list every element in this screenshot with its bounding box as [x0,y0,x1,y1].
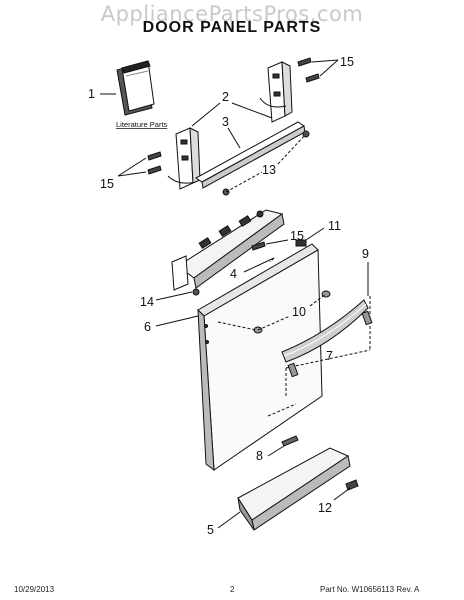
leader-15a-1 [311,59,339,63]
leader-7 [285,349,371,369]
callout-12: 12 [318,501,332,515]
door-handle [281,299,369,363]
leader-2a [191,102,221,127]
kick-screw [345,479,359,491]
leader-13a [225,171,263,193]
callout-9: 9 [362,247,369,261]
callout-13: 13 [262,163,276,177]
top-rail [195,121,306,189]
leader-15b-2 [117,171,147,177]
callout-15-top: 15 [340,55,354,69]
leader-4 [243,257,275,273]
right-bracket [259,61,293,123]
panel-clip [295,239,307,247]
leader-10b [309,293,327,307]
control-console [171,209,285,296]
leader-14 [155,291,193,301]
page-title: DOOR PANEL PARTS [142,19,322,36]
callout-14: 14 [140,295,154,309]
screws-top-right [297,57,320,83]
callout-4: 4 [230,267,237,281]
callout-15-left: 15 [100,177,114,191]
callout-6: 6 [144,320,151,334]
leader-3 [227,127,241,149]
leader-10a [257,315,291,331]
callout-1: 1 [88,87,95,101]
callout-11: 11 [328,219,341,233]
callout-10: 10 [292,305,306,319]
door-panel [197,243,323,472]
footer-date: 10/29/2013 [14,585,55,594]
left-bracket [167,127,201,190]
footer-page-number: 2 [230,585,235,594]
leader-5 [217,511,241,529]
leader-8 [267,445,285,457]
leader-13b [277,133,307,165]
literature-booklet [116,60,155,116]
leader-15b-1 [117,157,147,177]
leader-11 [305,227,325,241]
callout-15-middle: 15 [290,229,304,243]
leader-15c [265,239,289,245]
callout-3: 3 [222,115,229,129]
watermark: AppliancePartsPros.com [100,2,364,26]
callout-2: 2 [222,90,229,104]
screws-left [147,151,162,175]
literature-parts-label: Literature Parts [116,120,168,129]
leader-6 [155,315,199,327]
toe-kick-panel [237,447,351,531]
footer-part-number: Part No. W10656113 Rev. A [320,585,420,594]
callout-8: 8 [256,449,263,463]
leader-2b [231,102,273,119]
leader-15a-2 [319,59,339,77]
callout-7: 7 [326,349,333,363]
callout-5: 5 [207,523,214,537]
leader-12 [333,487,351,501]
bottom-clip [281,435,299,447]
screw-middle [251,241,266,251]
